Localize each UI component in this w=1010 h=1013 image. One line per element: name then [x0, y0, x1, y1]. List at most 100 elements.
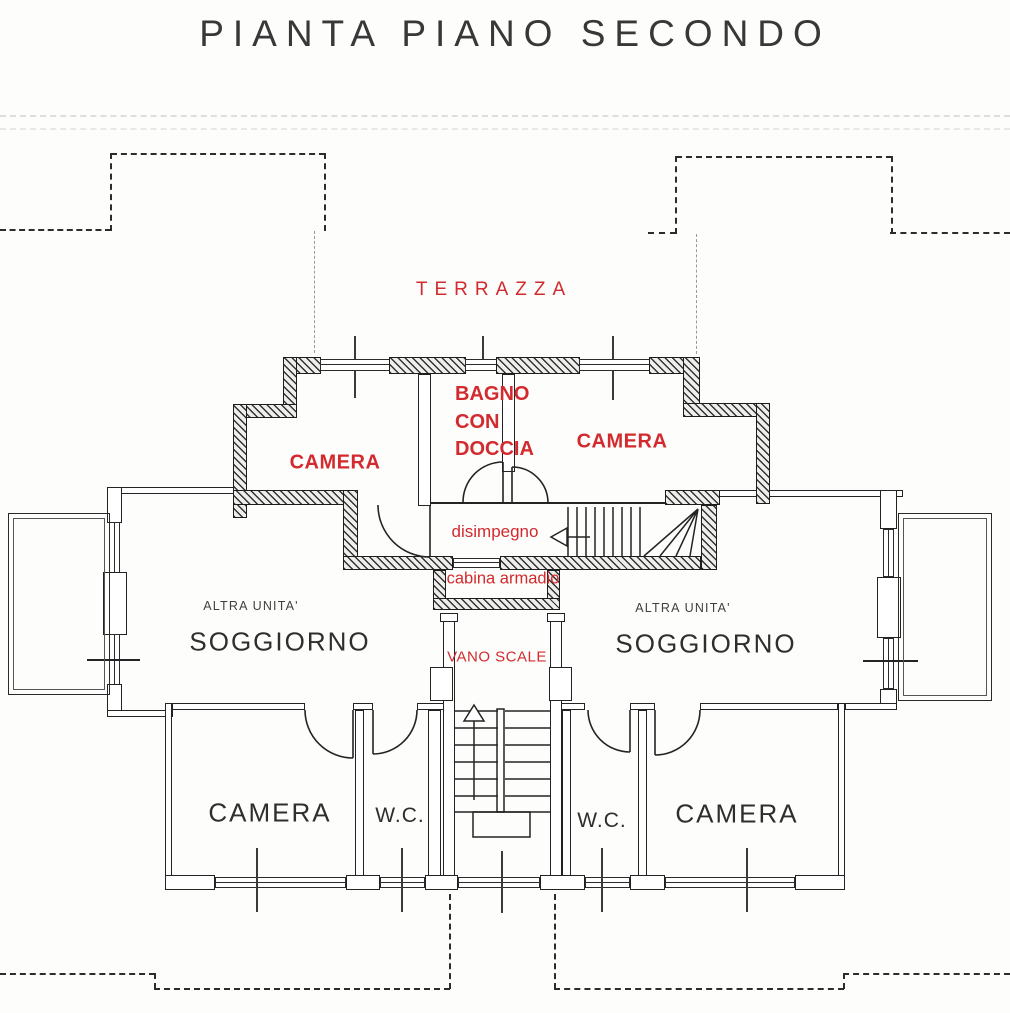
window [465, 359, 497, 371]
wall [845, 703, 897, 710]
lot-dash [554, 894, 556, 989]
room-label-cabina-armadio: cabina armadio [446, 569, 560, 588]
window [453, 558, 500, 568]
wall [562, 710, 571, 877]
wall-hatched [683, 357, 700, 417]
terrace-dash [324, 153, 326, 231]
terrace-dash [891, 156, 893, 234]
room-label-disimpegno: disimpegno [451, 522, 539, 541]
wall [353, 703, 373, 710]
window [320, 359, 390, 371]
wall-hatched [233, 404, 247, 518]
french-door [103, 572, 127, 635]
terrace-edge-line [696, 234, 697, 354]
window [665, 877, 795, 888]
lot-dash [843, 973, 845, 989]
terrace-dash [890, 232, 1010, 234]
window [579, 359, 650, 371]
wall-hatched [701, 505, 717, 570]
wall [630, 703, 655, 710]
wall-hatched [389, 357, 466, 374]
french-door [877, 577, 901, 638]
scan-artifact-line [0, 115, 1010, 117]
wall [428, 710, 441, 877]
room-label-soggiorno-right: SOGGIORNO [615, 628, 797, 659]
wall-hatched [683, 403, 770, 417]
lot-dash [0, 973, 155, 975]
wall-hatched [233, 490, 345, 505]
terrace-dash [0, 229, 111, 231]
room-label-altra-unita-left: ALTRA UNITA' [203, 599, 299, 613]
wall-hatched [500, 556, 701, 570]
room-label-altra-unita-right: ALTRA UNITA' [635, 601, 731, 615]
window [585, 877, 630, 888]
centerline-tick [746, 848, 748, 912]
balcony-right [898, 513, 992, 701]
room-label-vano-scale: VANO SCALE [447, 648, 547, 666]
terrace-dash [648, 232, 676, 234]
window [883, 529, 894, 577]
wall [630, 875, 665, 890]
centerline-tick [401, 848, 403, 912]
window [109, 522, 120, 573]
wall-hatched [433, 598, 560, 610]
scan-artifact-line [0, 128, 1010, 130]
wall [172, 703, 305, 710]
wall-hatched [343, 490, 358, 570]
window [458, 877, 540, 888]
wall-hatched [756, 403, 770, 504]
terrace-dash [110, 153, 112, 231]
wall-hatched [283, 357, 297, 418]
wall-hatched [649, 357, 686, 374]
wall [880, 490, 897, 529]
room-label-terrazza: TERRAZZA [415, 279, 573, 300]
plan-title: PIANTA PIANO SECONDO [199, 13, 831, 54]
wall [418, 374, 431, 506]
room-label-soggiorno-left: SOGGIORNO [189, 626, 371, 657]
lot-dash [554, 988, 844, 990]
wall [540, 875, 585, 890]
balcony-left [8, 513, 110, 695]
wall [346, 875, 380, 890]
wall-line [548, 502, 718, 504]
terrace-dash [111, 153, 325, 155]
wall [355, 710, 364, 877]
room-label-camera-top-right: CAMERA [576, 430, 668, 453]
wall-hatched [233, 404, 297, 418]
centerline-tick [87, 659, 140, 661]
lot-dash [843, 973, 1010, 975]
room-label-wc-right: W.C. [577, 809, 627, 832]
wall [838, 703, 845, 890]
centerline-tick [482, 336, 484, 360]
wall-line [431, 502, 549, 504]
wall-hatched [343, 556, 453, 570]
pilaster [549, 667, 572, 701]
wall [425, 875, 458, 890]
room-label-camera-top-left: CAMERA [289, 451, 381, 474]
terrace-edge-line [314, 231, 315, 353]
stair-shaft-wall [547, 613, 565, 622]
stairs-upper-unit [549, 507, 699, 557]
balcony-left-inner [13, 518, 105, 690]
stair-shaft-wall [440, 613, 458, 622]
wall [165, 875, 215, 890]
wall [700, 703, 838, 710]
room-label-camera-bottom-left: CAMERA [208, 797, 332, 828]
centerline-tick [256, 848, 258, 912]
lot-dash [449, 894, 451, 989]
room-label-camera-bottom-right: CAMERA [675, 798, 799, 829]
centerline-tick [501, 851, 503, 913]
wall [717, 490, 903, 497]
stairs-vano-scale [455, 703, 550, 838]
room-label-wc-left: W.C. [375, 804, 425, 827]
wall [165, 703, 172, 890]
wall [560, 703, 585, 710]
room-label-bagno: BAGNO CON DOCCIA [455, 383, 534, 461]
pilaster [430, 667, 453, 701]
lot-dash [154, 973, 156, 989]
wall [502, 374, 515, 472]
window [883, 638, 894, 689]
centerline-tick [601, 848, 603, 912]
